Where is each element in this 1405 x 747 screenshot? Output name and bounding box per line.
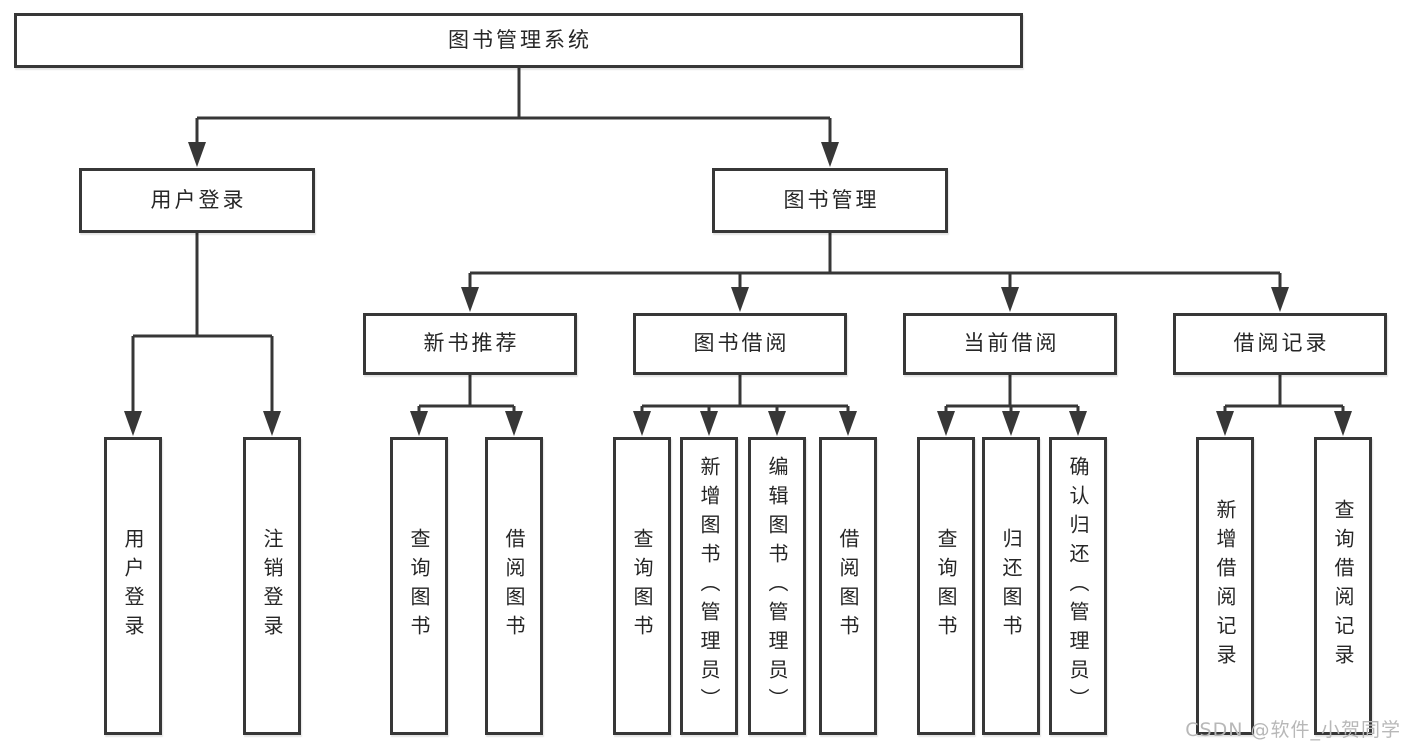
arrow-down-marker <box>410 411 428 436</box>
node-current-borrow: 当前借阅 <box>903 313 1117 375</box>
arrow-down-marker <box>768 411 786 436</box>
arrow-down-marker <box>461 287 479 312</box>
leaf-records-query-record: 查询借阅记录 <box>1314 437 1372 735</box>
leaf-current-return-books: 归还图书 <box>982 437 1040 735</box>
arrow-down-marker <box>1001 287 1019 312</box>
arrow-down-marker <box>633 411 651 436</box>
arrow-down-marker <box>505 411 523 436</box>
csdn-watermark: CSDN @软件_小贺同学 <box>1185 719 1401 741</box>
node-label: 图书管理 <box>783 187 880 212</box>
arrow-down-marker <box>1271 287 1289 312</box>
leaf-newbooks-borrow-books: 借阅图书 <box>485 437 543 735</box>
leaf-records-add-record: 新增借阅记录 <box>1196 437 1254 735</box>
leaf-logout: 注销登录 <box>243 437 301 735</box>
arrow-down-marker <box>188 142 206 167</box>
node-label: 图书管理系统 <box>448 27 592 52</box>
arrow-down-marker <box>263 411 281 436</box>
node-label: 新增借阅记录 <box>1213 499 1237 673</box>
node-label: 编辑图书（管理员） <box>765 455 789 717</box>
node-borrow-records: 借阅记录 <box>1173 313 1387 375</box>
leaf-newbooks-query-books: 查询图书 <box>390 437 448 735</box>
leaf-current-query-books: 查询图书 <box>917 437 975 735</box>
leaf-current-confirm-return-admin: 确认归还（管理员） <box>1049 437 1107 735</box>
arrow-down-marker <box>1216 411 1234 436</box>
node-label: 注销登录 <box>260 528 284 644</box>
node-label: 查询图书 <box>407 528 431 644</box>
node-label: 当前借阅 <box>963 331 1060 356</box>
leaf-user-login: 用户登录 <box>104 437 162 735</box>
arrow-down-marker <box>1069 411 1087 436</box>
node-label: 借阅记录 <box>1233 331 1330 356</box>
arrow-down-marker <box>937 411 955 436</box>
node-label: 用户登录 <box>121 528 145 644</box>
leaf-borrow-add-books-admin: 新增图书（管理员） <box>680 437 738 735</box>
arrow-down-marker <box>700 411 718 436</box>
arrow-down-marker <box>839 411 857 436</box>
arrow-down-marker <box>821 142 839 167</box>
node-label: 用户登录 <box>150 187 247 212</box>
node-book-management: 图书管理 <box>712 168 948 233</box>
node-label: 查询图书 <box>630 528 654 644</box>
node-label: 查询图书 <box>934 528 958 644</box>
node-label: 查询借阅记录 <box>1331 499 1355 673</box>
arrow-down-marker <box>1334 411 1352 436</box>
connector-path <box>131 68 1345 414</box>
node-book-borrow: 图书借阅 <box>633 313 847 375</box>
node-user-login: 用户登录 <box>79 168 315 233</box>
node-label: 新增图书（管理员） <box>697 455 721 717</box>
node-label: 借阅图书 <box>502 528 526 644</box>
node-label: 借阅图书 <box>836 528 860 644</box>
leaf-borrow-query-books: 查询图书 <box>613 437 671 735</box>
node-label: 归还图书 <box>999 528 1023 644</box>
leaf-borrow-edit-books-admin: 编辑图书（管理员） <box>748 437 806 735</box>
node-new-book-recommend: 新书推荐 <box>363 313 577 375</box>
node-label: 确认归还（管理员） <box>1066 455 1090 717</box>
node-label: 新书推荐 <box>423 331 520 356</box>
node-label: 图书借阅 <box>693 331 790 356</box>
node-root: 图书管理系统 <box>14 13 1023 68</box>
arrow-down-marker <box>124 411 142 436</box>
arrow-down-marker <box>731 287 749 312</box>
arrow-down-marker <box>1002 411 1020 436</box>
leaf-borrow-borrow-books: 借阅图书 <box>819 437 877 735</box>
